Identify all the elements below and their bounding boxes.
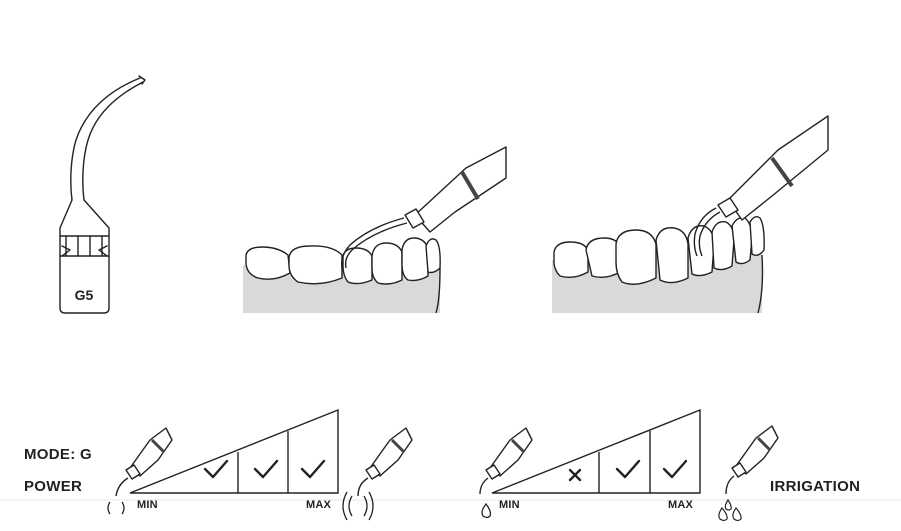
scaler-tip-icon: G5 [59,75,146,314]
check-icon [615,459,641,479]
irrigation-max-label: MAX [668,499,694,511]
check-icon [203,459,229,479]
water-drop-icon [481,502,492,519]
water-drop-icon [718,498,742,522]
power-label: POWER [24,478,83,495]
power-min-label: MIN [137,499,158,511]
irrigation-min-label: MIN [499,499,520,511]
vibration-waves-icon [107,501,125,515]
scaler-handpiece-icon [693,115,829,257]
scaler-handpiece-icon [115,427,173,497]
vibration-waves-icon [342,491,374,521]
scaler-handpiece-icon [340,146,507,269]
tip-code-label: G5 [75,287,94,303]
check-icon [300,459,326,479]
scaler-handpiece-icon [479,427,533,495]
irrigation-label: IRRIGATION [770,478,861,495]
jaw-illustration-2 [552,115,829,314]
scaler-handpiece-icon [725,425,779,495]
power-max-label: MAX [306,499,332,511]
power-level-chart [129,408,339,494]
jaw-illustration-1 [243,146,507,314]
check-icon [253,459,279,479]
check-icon [662,459,688,479]
cross-icon [568,468,582,482]
irrigation-level-chart [491,408,701,494]
mode-label: MODE: G [24,446,92,463]
scaler-handpiece-icon [357,427,413,497]
